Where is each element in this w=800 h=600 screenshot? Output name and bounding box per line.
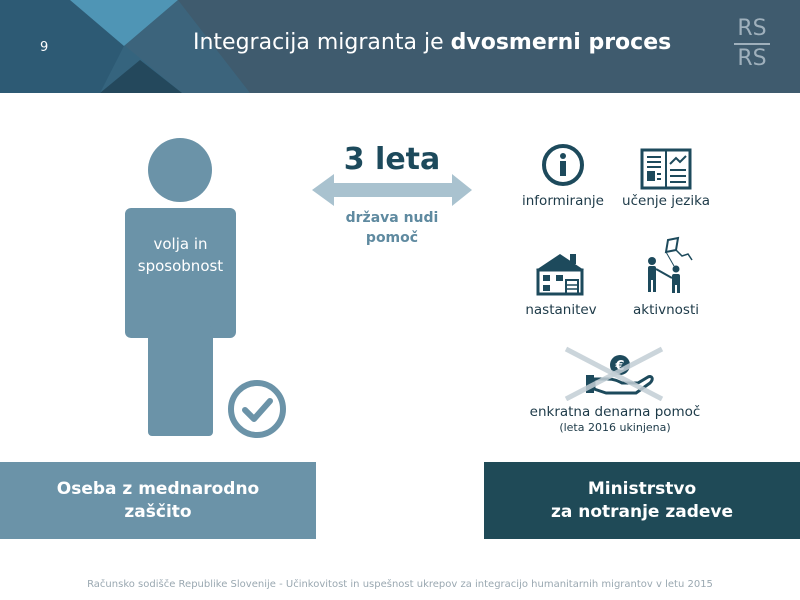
service-label-aktivnosti: aktivnosti [632,302,700,318]
rs-logo: RS RS [734,16,770,72]
page-title: Integracija migranta je dvosmerni proces [193,30,672,55]
newspaper-icon [640,148,692,190]
hand-euro-crossed-icon: € [564,346,664,401]
header-bar: 9 Integracija migranta je dvosmerni proc… [0,0,800,93]
svg-text:€: € [614,359,624,374]
person-label: volja in sposobnost [137,235,224,275]
footer-text: Računsko sodišče Republike Slovenije - U… [87,579,713,590]
house-icon [536,254,584,296]
aid-label: enkratna denarna pomoč [529,404,701,420]
service-label-ucenje-jezika: učenje jezika [622,193,710,209]
service-label-nastanitev: nastanitev [525,302,597,318]
double-arrow-icon [312,174,472,206]
page-number: 9 [40,40,49,55]
state-help-label: država nudi pomoč [345,210,439,246]
header-decoration [0,0,250,93]
info-icon [542,144,584,186]
duration-label: 3 leta [343,142,441,177]
service-label-informiranje: informiranje [522,193,604,209]
check-icon [228,380,286,438]
aid-note: (leta 2016 ukinjena) [559,421,671,434]
person-figure [125,138,236,436]
family-kite-icon [648,236,693,293]
